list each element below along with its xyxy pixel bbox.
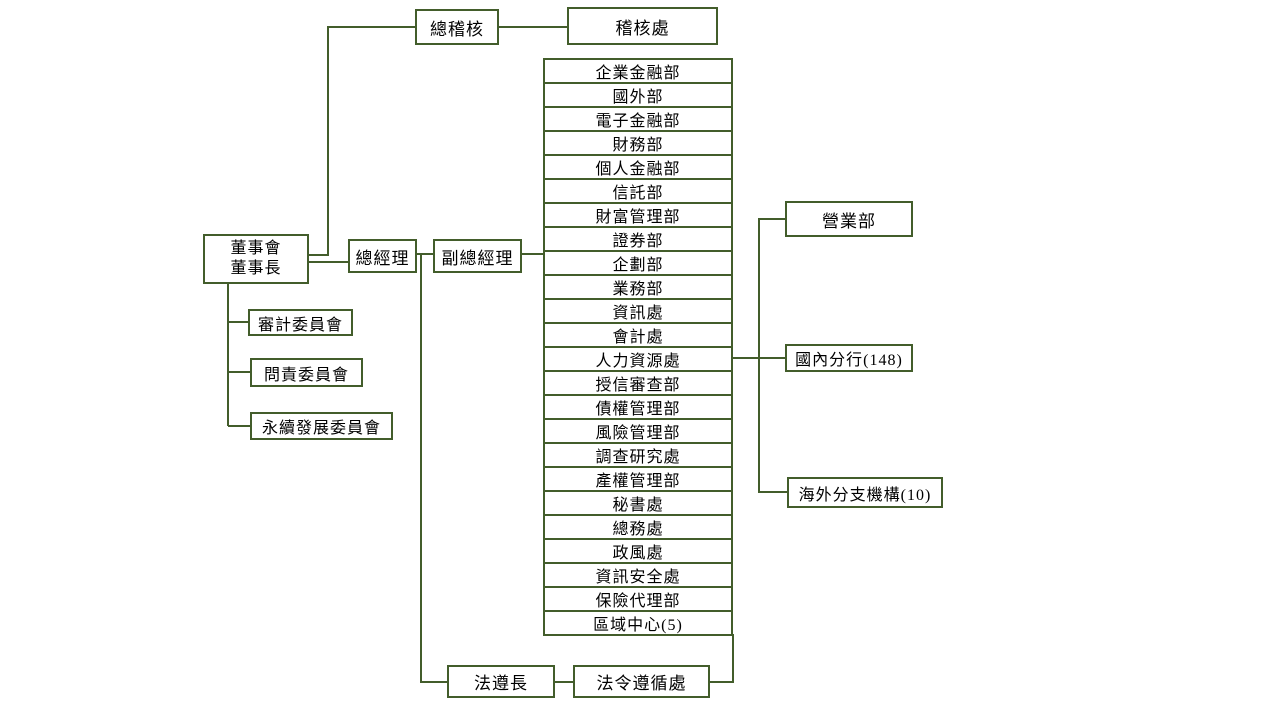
compliance-office-box: 法令遵循處	[573, 665, 710, 698]
department-box: 財務部	[543, 130, 733, 156]
department-box: 會計處	[543, 322, 733, 348]
connector-compliance-office-stack	[710, 634, 734, 683]
department-box: 資訊處	[543, 298, 733, 324]
department-box: 企業金融部	[543, 58, 733, 84]
department-box: 債權管理部	[543, 394, 733, 420]
president-box: 總經理	[348, 239, 417, 273]
department-box: 政風處	[543, 538, 733, 564]
chairman-label: 董事長	[230, 260, 282, 277]
audit-office-box: 稽核處	[567, 7, 718, 45]
board-chairman-box: 董事會 董事長	[203, 234, 309, 284]
connector-president-compliance-chief	[420, 254, 447, 683]
department-stack: 企業金融部 國外部 電子金融部 財務部 個人金融部 信託部 財富管理部 證券部 …	[543, 58, 733, 636]
department-box: 業務部	[543, 274, 733, 300]
department-box: 電子金融部	[543, 106, 733, 132]
connector-branches-trunk	[758, 218, 788, 493]
board-label: 董事會	[230, 240, 282, 257]
compliance-chief-box: 法遵長	[447, 665, 555, 698]
department-box: 保險代理部	[543, 586, 733, 612]
business-department-box: 營業部	[785, 201, 913, 237]
audit-committee-box: 審計委員會	[248, 309, 353, 336]
department-box: 個人金融部	[543, 154, 733, 180]
sustainability-committee-box: 永續發展委員會	[250, 412, 393, 440]
department-box: 秘書處	[543, 490, 733, 516]
department-box: 總務處	[543, 514, 733, 540]
department-box: 區域中心(5)	[543, 610, 733, 636]
domestic-branches-box: 國內分行(148)	[785, 344, 913, 372]
deputy-president-box: 副總經理	[433, 239, 522, 273]
department-box: 產權管理部	[543, 466, 733, 492]
department-box: 人力資源處	[543, 346, 733, 372]
overseas-branches-box: 海外分支機構(10)	[787, 477, 943, 508]
department-box: 財富管理部	[543, 202, 733, 228]
department-box: 證券部	[543, 226, 733, 252]
accountability-committee-box: 問責委員會	[250, 358, 363, 387]
connector-board-chief-auditor	[309, 26, 415, 256]
department-box: 國外部	[543, 82, 733, 108]
chief-auditor-box: 總稽核	[415, 9, 499, 45]
department-box: 授信審查部	[543, 370, 733, 396]
department-box: 信託部	[543, 178, 733, 204]
department-box: 資訊安全處	[543, 562, 733, 588]
department-box: 調查研究處	[543, 442, 733, 468]
department-box: 風險管理部	[543, 418, 733, 444]
department-box: 企劃部	[543, 250, 733, 276]
